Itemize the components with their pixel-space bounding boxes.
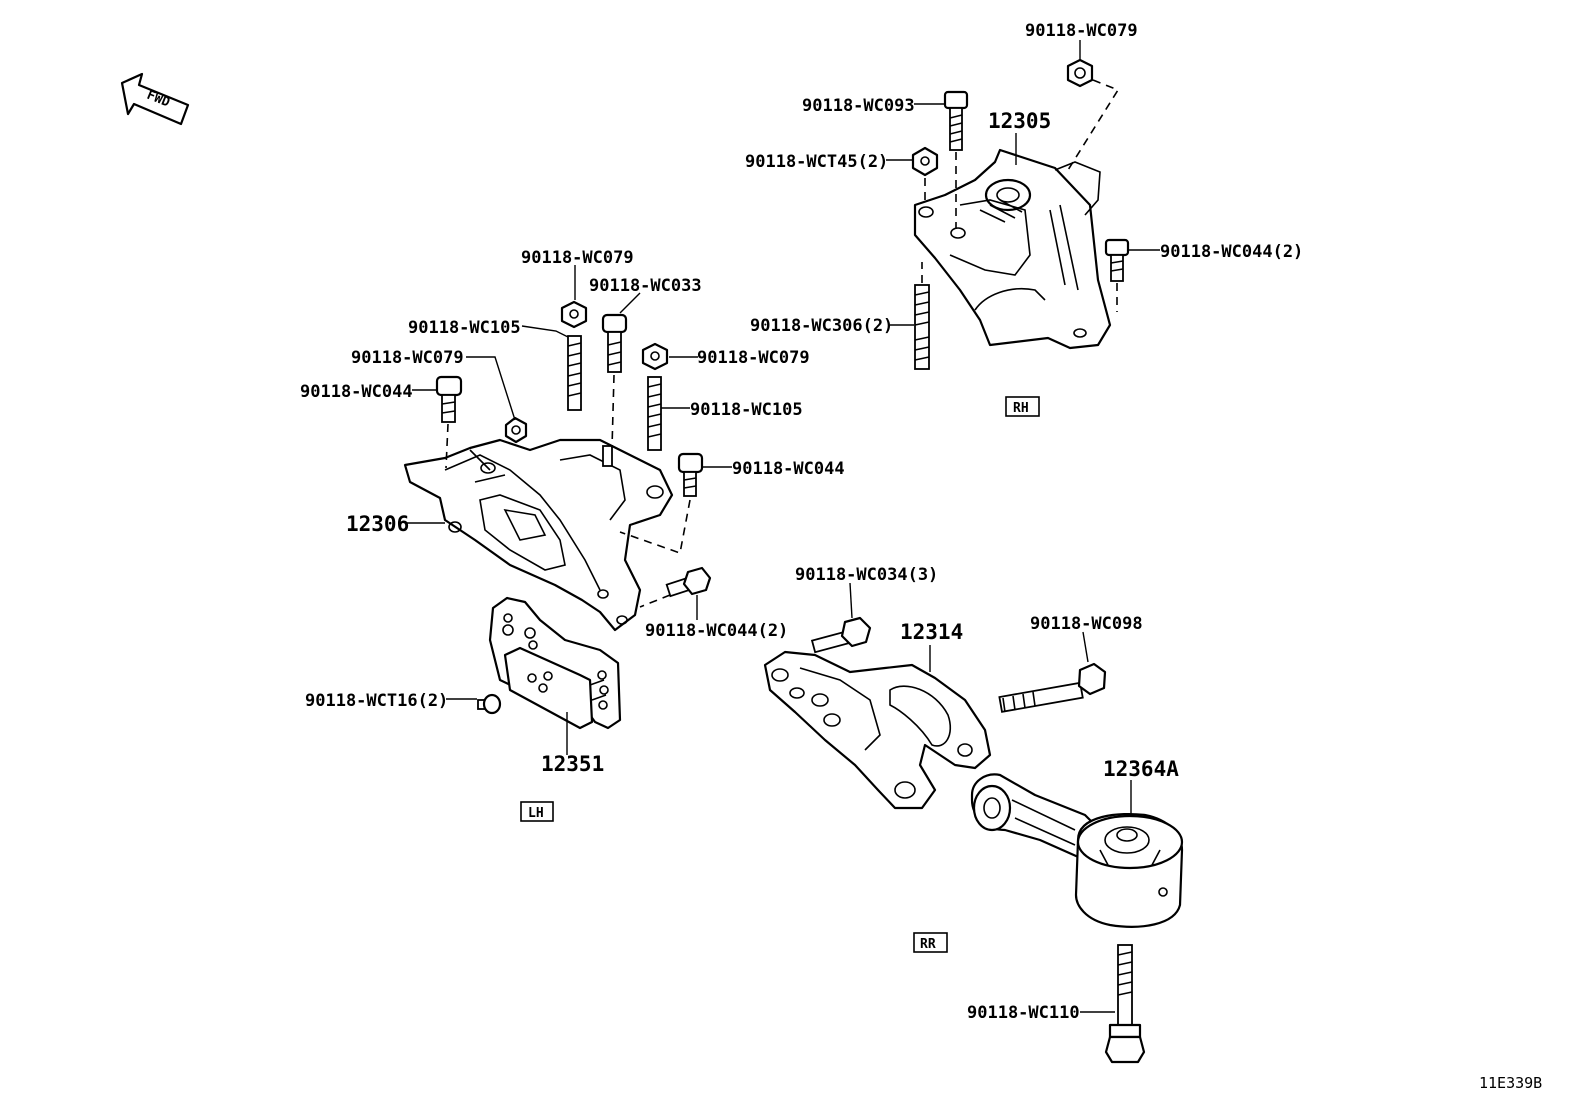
rr-bolt-wc098 <box>998 662 1107 713</box>
label-wct45: 90118-WCT45(2) <box>745 152 888 172</box>
lh-section-tag: LH <box>520 801 554 822</box>
lh-bolt-wc044-b <box>677 452 704 497</box>
lh-engine-mount-12306 <box>403 438 674 632</box>
lh-nut-wc079-b <box>504 416 528 444</box>
rh-stud-wc306 <box>914 284 930 370</box>
svg-text:LH: LH <box>528 806 544 821</box>
label-wc034: 90118-WC034(3) <box>795 565 938 585</box>
label-wc105-b: 90118-WC105 <box>690 400 803 420</box>
label-12306: 12306 <box>346 512 409 536</box>
label-wc079-rh: 90118-WC079 <box>1025 21 1138 41</box>
lh-bolt-wc044-2 <box>665 566 712 598</box>
label-wct16: 90118-WCT16(2) <box>305 691 448 711</box>
lh-nut-wc079-a <box>560 300 588 329</box>
label-wc105-a: 90118-WC105 <box>408 318 521 338</box>
label-wc079-lh-b: 90118-WC079 <box>351 348 464 368</box>
rh-bolt-wc044 <box>1104 238 1130 282</box>
lh-bracket-12351 <box>488 596 622 730</box>
label-12314: 12314 <box>900 620 963 644</box>
lh-bolt-wc033 <box>601 313 628 373</box>
lh-bolt-wc044-a <box>435 375 463 423</box>
label-wc306: 90118-WC306(2) <box>750 316 893 336</box>
lh-screw-wct16 <box>477 693 502 715</box>
rr-section-tag: RR <box>913 932 948 953</box>
label-wc079-lh-a: 90118-WC079 <box>521 248 634 268</box>
lh-stud-wc105-a <box>567 335 582 411</box>
label-wc033: 90118-WC033 <box>589 276 702 296</box>
rh-engine-mount-12305 <box>913 148 1112 350</box>
rr-bracket-12314 <box>763 650 992 810</box>
label-12364a: 12364A <box>1103 757 1179 781</box>
label-wc044-a: 90118-WC044 <box>300 382 413 402</box>
label-wc110: 90118-WC110 <box>967 1003 1080 1023</box>
rh-bolt-wc093 <box>943 90 969 151</box>
label-12305: 12305 <box>988 109 1051 133</box>
label-wc044-b: 90118-WC044 <box>732 459 845 479</box>
label-12351: 12351 <box>541 752 604 776</box>
diagram-code: 11E339B <box>1479 1074 1542 1092</box>
label-wc098: 90118-WC098 <box>1030 614 1143 634</box>
label-wc044-2-rh: 90118-WC044(2) <box>1160 242 1303 262</box>
rh-nut-wct45 <box>911 146 939 177</box>
label-wc093: 90118-WC093 <box>802 96 915 116</box>
rr-mount-12364a <box>970 773 1184 928</box>
label-wc079-lh-c: 90118-WC079 <box>697 348 810 368</box>
rh-section-tag: RH <box>1005 396 1040 417</box>
svg-text:RH: RH <box>1013 401 1029 416</box>
rr-bolt-wc110 <box>1104 944 1146 1064</box>
lh-nut-wc079-c <box>641 342 669 371</box>
label-wc044-2-lh: 90118-WC044(2) <box>645 621 788 641</box>
svg-text:RR: RR <box>920 937 936 952</box>
rh-nut-wc079 <box>1066 58 1094 88</box>
lh-stud-wc105-b <box>647 376 662 451</box>
fwd-arrow-icon: FWD <box>120 72 190 126</box>
rr-bolt-wc034 <box>810 616 872 654</box>
